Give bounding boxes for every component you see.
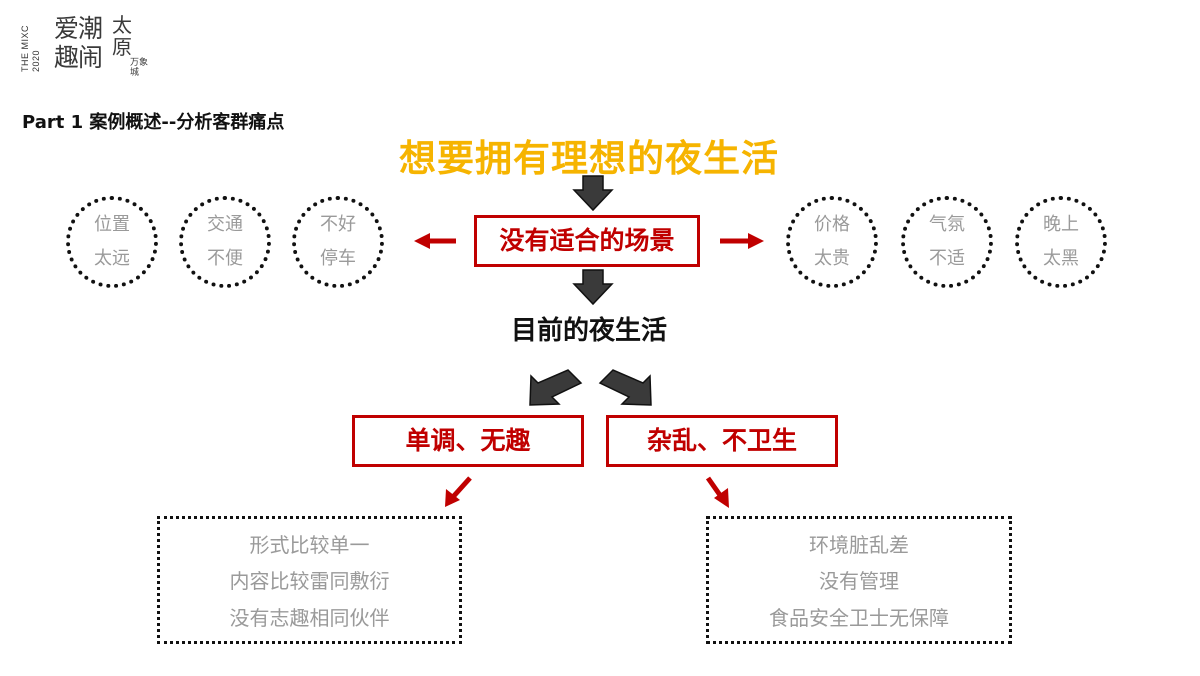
circle-parking: 不好 停车 xyxy=(292,196,384,288)
circle-line2: 太黑 xyxy=(1043,248,1079,269)
right-red-arrow xyxy=(720,233,764,249)
logo: THE MIXC 2020 爱潮 趣闹 太原 万象城 xyxy=(20,12,148,78)
detail-item: 形式比较单一 xyxy=(249,532,370,557)
detail-item: 没有管理 xyxy=(819,569,899,594)
circle-atmosphere: 气氛 不适 xyxy=(901,196,993,288)
detail-item: 没有志趣相同伙伴 xyxy=(229,606,390,631)
circle-line1: 气氛 xyxy=(929,214,965,235)
circle-line2: 不适 xyxy=(929,248,965,269)
circle-line2: 停车 xyxy=(320,248,356,269)
diagonal-arrow-left xyxy=(529,369,583,406)
logo-seal-small-text: 万象城 xyxy=(130,58,149,78)
logo-main-text: 爱潮 趣闹 xyxy=(54,14,103,72)
circle-line1: 位置 xyxy=(94,214,130,235)
circle-line1: 晚上 xyxy=(1043,214,1079,235)
detail-item: 环境脏乱差 xyxy=(809,532,909,557)
center-problem-box: 没有适合的场景 xyxy=(474,215,700,267)
detail-item: 内容比较雷同敷衍 xyxy=(229,569,390,594)
part-title: Part 1 案例概述--分析客群痛点 xyxy=(22,112,285,133)
circle-line1: 交通 xyxy=(207,214,243,235)
circle-transport: 交通 不便 xyxy=(179,196,271,288)
logo-seal: 太原 万象城 xyxy=(112,13,148,78)
diagonal-arrow-right xyxy=(598,369,652,406)
right-problem-box: 杂乱、不卫生 xyxy=(606,415,838,467)
detail-item: 食品安全卫士无保障 xyxy=(769,606,949,631)
circle-line2: 太贵 xyxy=(814,248,850,269)
down-arrow-middle xyxy=(572,269,614,306)
main-title: 想要拥有理想的夜生活 xyxy=(399,137,779,180)
down-arrow-top xyxy=(572,175,614,212)
circle-darkness: 晚上 太黑 xyxy=(1015,196,1107,288)
circle-line2: 不便 xyxy=(207,248,243,269)
logo-seal-text: 太原 xyxy=(112,13,132,59)
circle-line2: 太远 xyxy=(94,248,130,269)
left-problem-box: 单调、无趣 xyxy=(352,415,584,467)
left-details-box: 形式比较单一 内容比较雷同敷衍 没有志趣相同伙伴 xyxy=(157,516,462,644)
sub-title: 目前的夜生活 xyxy=(510,316,667,346)
circle-line1: 不好 xyxy=(320,214,356,235)
small-red-arrow-right xyxy=(705,476,729,508)
small-red-arrow-left xyxy=(445,476,472,507)
circle-location: 位置 太远 xyxy=(66,196,158,288)
right-details-box: 环境脏乱差 没有管理 食品安全卫士无保障 xyxy=(706,516,1012,644)
circle-price: 价格 太贵 xyxy=(786,196,878,288)
left-red-arrow xyxy=(414,233,456,249)
circle-line1: 价格 xyxy=(814,214,850,235)
